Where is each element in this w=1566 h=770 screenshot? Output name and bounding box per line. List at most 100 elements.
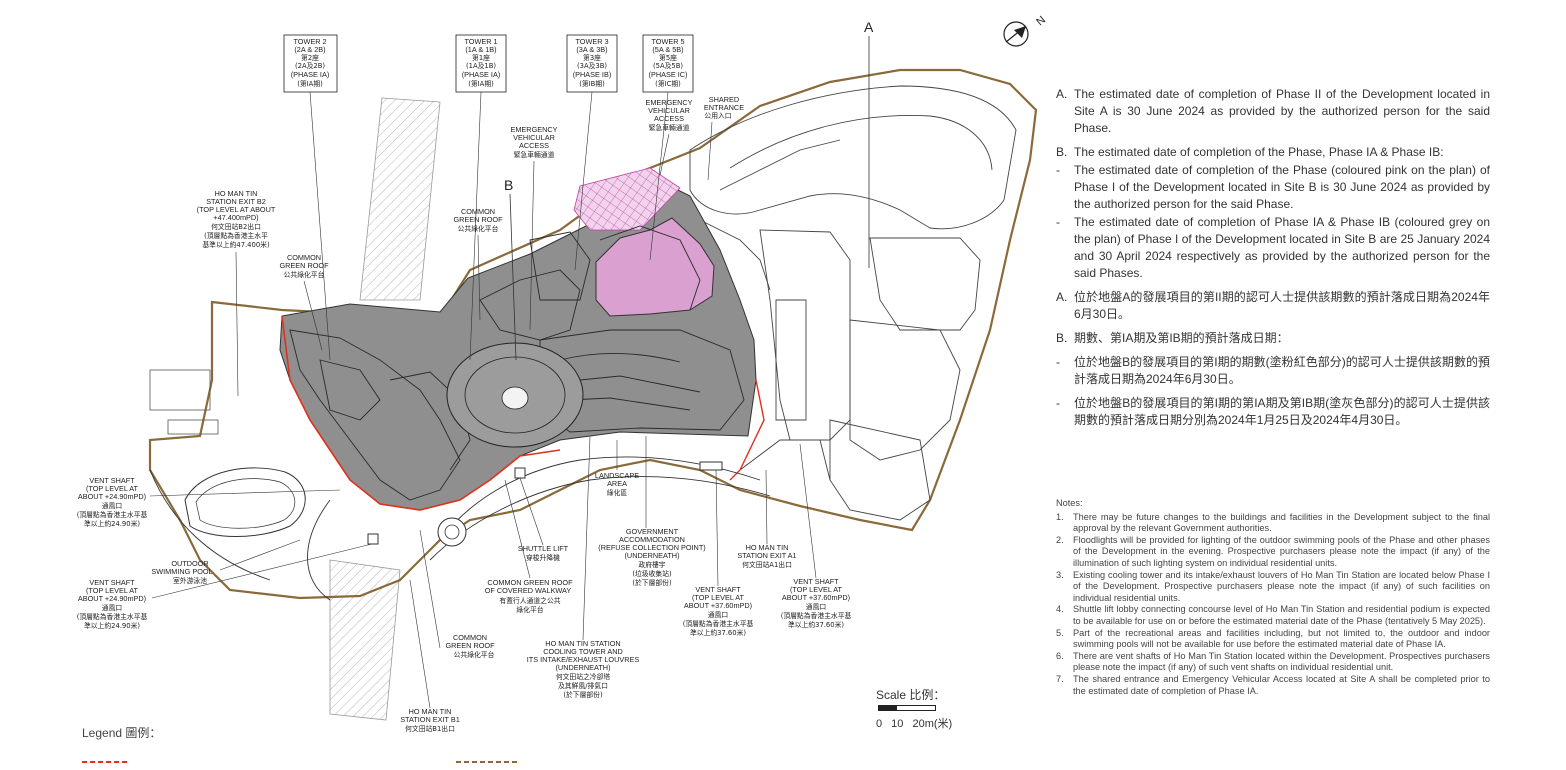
site-b-buildings: [289, 225, 745, 501]
svg-text:公共綠化平台: 公共綠化平台: [458, 224, 499, 233]
svg-text:GREEN ROOF: GREEN ROOF: [453, 215, 503, 224]
svg-text:COMMON: COMMON: [461, 207, 495, 216]
green-roof-label-2: COMMON GREEN ROOF 公共綠化平台: [453, 207, 503, 233]
svg-text:室外游泳池: 室外游泳池: [173, 576, 207, 585]
svg-text:(第IC期): (第IC期): [655, 79, 681, 88]
svg-text:TOWER 2: TOWER 2: [293, 37, 326, 46]
swimming-pool-label: OUTDOOR SWIMMING POOL 室外游泳池: [151, 559, 212, 585]
svg-text:HO MAN TIN: HO MAN TIN: [215, 189, 258, 198]
note-3: 3.Existing cooling tower and its intake/…: [1056, 569, 1490, 603]
exit-b1-strip: [329, 559, 401, 721]
svg-text:(1A及1B): (1A及1B): [466, 62, 496, 70]
green-roof-label-1: COMMON GREEN ROOF 公共綠化平台: [279, 253, 329, 279]
tower-1-label: TOWER 1 (1A & 1B) 第1座 (1A及1B) (PHASE IA)…: [455, 34, 507, 93]
info-item-b-cn-2: - 位於地盤B的發展項目的第I期的第IA期及第IB期(塗灰色部分)的認可人士提供…: [1056, 396, 1490, 427]
svg-text:穿梭升降機: 穿梭升降機: [526, 553, 560, 562]
svg-text:基準以上約47.400米): 基準以上約47.400米): [202, 240, 270, 249]
info-item-b-cn: B. 期數、第IA期及第IB期的預計落成日期：: [1056, 331, 1289, 345]
completion-info: A. The estimated date of completion of P…: [1056, 86, 1490, 436]
svg-text:及其鮮風/排氣口: 及其鮮風/排氣口: [558, 681, 608, 690]
info-item-b-cn-1: - 位於地盤B的發展項目的第I期的期數(塗粉紅色部分)的認可人士提供該期數的預計…: [1056, 355, 1490, 386]
north-arrow: N: [1003, 14, 1048, 47]
courtyard-feature: [501, 386, 529, 410]
exit-b2-label: HO MAN TIN STATION EXIT B2 (TOP LEVEL AT…: [197, 189, 276, 249]
svg-text:LANDSCAPE: LANDSCAPE: [595, 471, 639, 480]
svg-text:ITS INTAKE/EXHAUST LOUVRES: ITS INTAKE/EXHAUST LOUVRES: [527, 655, 640, 664]
eva-site-b-label: EMERGENCY VEHICULAR ACCESS 緊急車輛通道: [510, 125, 557, 159]
svg-text:VENT SHAFT: VENT SHAFT: [695, 585, 741, 594]
svg-text:HO MAN TIN: HO MAN TIN: [746, 543, 789, 552]
notes-heading: Notes:: [1056, 498, 1083, 508]
svg-text:(3A & 3B): (3A & 3B): [576, 45, 607, 54]
svg-text:綠化平台: 綠化平台: [516, 605, 543, 614]
svg-text:(於下層部份): (於下層部份): [632, 578, 672, 587]
site-b-letter: B: [504, 177, 513, 193]
svg-text:HO MAN TIN: HO MAN TIN: [409, 707, 452, 716]
exit-b1-label: HO MAN TIN STATION EXIT B1 何文田站B1出口: [400, 707, 460, 733]
info-item-b-1: - The estimated date of completion of th…: [1056, 163, 1490, 211]
svg-text:準以上約24.90米): 準以上約24.90米): [84, 519, 140, 528]
exit-b2-structure: [149, 369, 211, 411]
svg-text:(PHASE IB): (PHASE IB): [573, 70, 612, 79]
vent-shaft-marker-1: [367, 533, 379, 545]
scale-ticks: 0 10 20m(米): [876, 718, 953, 730]
shuttle-lift-label: SHUTTLE LIFT 穿梭升降機: [518, 544, 569, 562]
svg-text:STATION EXIT A1: STATION EXIT A1: [737, 551, 796, 560]
svg-text:ENTRANCE: ENTRANCE: [704, 103, 744, 112]
svg-text:(頂層點為香港主水平基: (頂層點為香港主水平基: [77, 510, 148, 519]
svg-text:(頂層點為香港主水平基: (頂層點為香港主水平基: [683, 619, 754, 628]
svg-text:ABOUT +37.60mPD): ABOUT +37.60mPD): [782, 593, 850, 602]
svg-text:準以上約37.60米): 準以上約37.60米): [690, 628, 746, 637]
notes-section: Notes: 1.There may be future changes to …: [1056, 498, 1490, 697]
shuttle-lift-marker: [514, 467, 526, 479]
note-7: 7.The shared entrance and Emergency Vehi…: [1056, 673, 1490, 696]
government-accommodation-label: GOVERNMENT ACCOMMODATION (REFUSE COLLECT…: [598, 527, 705, 587]
svg-text:GOVERNMENT: GOVERNMENT: [626, 527, 679, 536]
svg-text:第2座: 第2座: [301, 53, 319, 62]
info-item-b: B. The estimated date of completion of t…: [1056, 145, 1444, 159]
site-a-buildings: [689, 85, 1017, 521]
note-1: 1.There may be future changes to the bui…: [1056, 511, 1490, 534]
svg-text:ABOUT +24.90mPD): ABOUT +24.90mPD): [78, 594, 146, 603]
svg-text:公用入口: 公用入口: [704, 112, 731, 120]
svg-text:(REFUSE COLLECTION POINT): (REFUSE COLLECTION POINT): [598, 543, 705, 552]
svg-text:第3座: 第3座: [583, 53, 601, 62]
svg-text:(TOP LEVEL AT: (TOP LEVEL AT: [790, 585, 843, 594]
svg-text:(PHASE IA): (PHASE IA): [291, 70, 330, 79]
svg-text:COMMON: COMMON: [287, 253, 321, 262]
svg-text:何文田站B1出口: 何文田站B1出口: [405, 724, 455, 733]
svg-text:何文田站A1出口: 何文田站A1出口: [742, 560, 792, 569]
svg-text:(1A & 1B): (1A & 1B): [465, 45, 496, 54]
info-item-b-2: - The estimated date of completion of Ph…: [1056, 215, 1490, 280]
svg-text:(第IA期): (第IA期): [297, 79, 323, 88]
svg-text:(UNDERNEATH): (UNDERNEATH): [556, 663, 611, 672]
svg-text:綠化區: 綠化區: [607, 488, 628, 497]
svg-text:緊急車輛通道: 緊急車輛通道: [649, 123, 690, 132]
svg-text:(UNDERNEATH): (UNDERNEATH): [625, 551, 680, 560]
svg-text:(於下層部份): (於下層部份): [563, 690, 603, 699]
svg-text:緊急車輛通道: 緊急車輛通道: [514, 150, 555, 159]
shared-entrance-label: SHARED ENTRANCE 公用入口: [704, 95, 744, 120]
svg-text:公共綠化平台: 公共綠化平台: [454, 650, 495, 659]
tower-5-label: TOWER 5 (5A & 5B) 第5座 (5A及5B) (PHASE IC)…: [642, 34, 694, 93]
note-5: 5.Part of the recreational areas and fac…: [1056, 627, 1490, 650]
svg-text:ACCESS: ACCESS: [654, 114, 684, 123]
svg-text:VEHICULAR: VEHICULAR: [648, 106, 690, 115]
svg-text:有蓋行人通道之公共: 有蓋行人通道之公共: [499, 596, 560, 605]
info-item-a: A. The estimated date of completion of P…: [1056, 87, 1490, 135]
svg-text:(TOP LEVEL AT: (TOP LEVEL AT: [692, 593, 745, 602]
svg-text:STATION EXIT B2: STATION EXIT B2: [206, 197, 266, 206]
svg-text:(PHASE IA): (PHASE IA): [462, 70, 501, 79]
tower-2-label: TOWER 2 (2A & 2B) 第2座 (2A及2B) (PHASE IA)…: [283, 34, 338, 93]
svg-text:(第IB期): (第IB期): [579, 79, 605, 88]
svg-text:TOWER 5: TOWER 5: [651, 37, 684, 46]
svg-text:(頂層點為香港主水平基: (頂層點為香港主水平基: [781, 611, 852, 620]
svg-text:VENT SHAFT: VENT SHAFT: [793, 577, 839, 586]
phase-pink-area: [595, 217, 715, 317]
svg-text:通風口: 通風口: [102, 501, 122, 510]
note-2: 2.Floodlights will be provided for light…: [1056, 534, 1490, 568]
svg-text:第1座: 第1座: [472, 53, 490, 62]
svg-text:(頂層點為香港主水平: (頂層點為香港主水平: [204, 231, 268, 240]
svg-text:政府樓宇: 政府樓宇: [638, 560, 665, 569]
svg-text:+47.400mPD): +47.400mPD): [213, 213, 258, 222]
